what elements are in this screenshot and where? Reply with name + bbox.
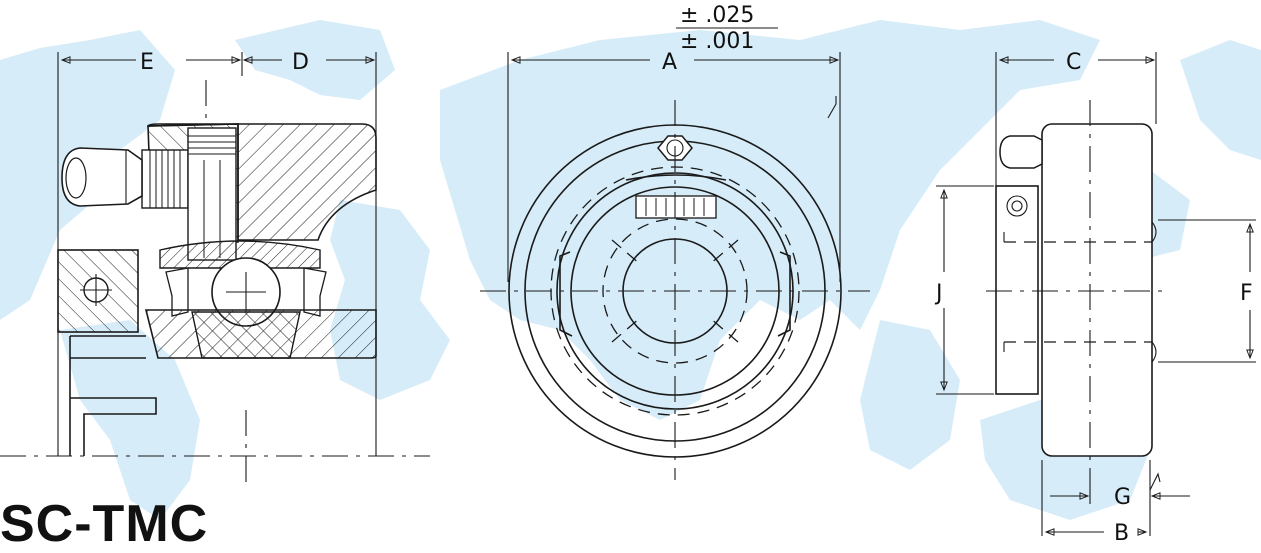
part-title: SC-TMC <box>0 495 209 553</box>
dim-label-c: C <box>1066 50 1081 75</box>
tolerance-plus: ± .025 <box>680 3 754 28</box>
tolerance-minus: ± .001 <box>680 29 754 54</box>
dim-label-b: B <box>1114 521 1129 542</box>
dim-label-g: G <box>1114 485 1131 510</box>
dim-label-d: D <box>292 50 309 75</box>
side-view <box>936 52 1256 536</box>
front-view <box>480 27 870 480</box>
dim-label-a: A <box>662 50 677 75</box>
section-view <box>0 52 430 490</box>
dim-label-j: J <box>934 281 943 306</box>
dim-label-e: E <box>140 50 154 75</box>
dim-label-f: F <box>1240 281 1253 306</box>
